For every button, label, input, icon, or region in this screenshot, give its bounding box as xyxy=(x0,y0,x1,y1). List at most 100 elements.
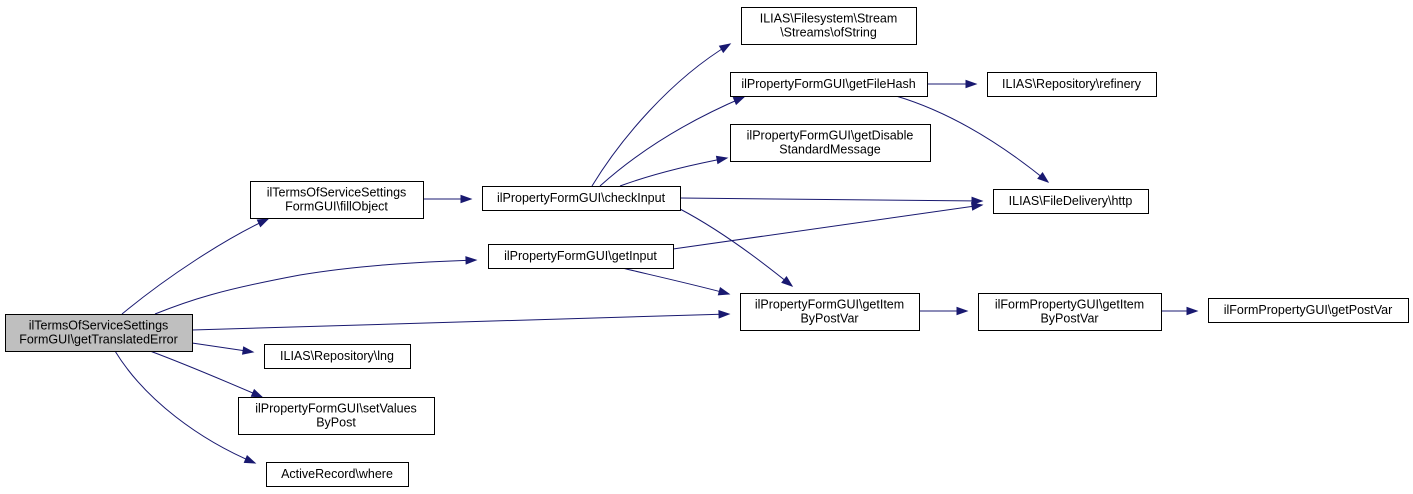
edge-getFileHash-to-refinery xyxy=(927,79,978,89)
node-box xyxy=(264,344,411,369)
node-getPostVar[interactable]: ilFormPropertyGUI\getPostVar xyxy=(1208,298,1409,323)
node-box xyxy=(741,7,917,45)
edge-arrowhead xyxy=(460,194,473,204)
edge-getInput-to-getItemPFG xyxy=(621,267,731,296)
edge-line xyxy=(191,313,730,331)
edge-getFileHash-to-http xyxy=(895,95,1050,183)
node-label-line: ilPropertyFormGUI\getItem xyxy=(755,298,904,312)
edge-root-to-getItemPFG xyxy=(191,310,731,331)
edges-layer xyxy=(114,43,1199,464)
edge-line xyxy=(895,95,1049,183)
node-label-line: ilPropertyFormGUI\getDisable xyxy=(747,129,914,143)
node-box xyxy=(730,124,931,162)
edge-arrowhead xyxy=(970,202,984,211)
node-label-line: ilPropertyFormGUI\setValues xyxy=(255,402,417,416)
edge-arrowhead xyxy=(718,43,732,54)
edge-arrowhead xyxy=(256,218,270,228)
edge-checkInput-to-http xyxy=(679,196,984,206)
edge-arrowhead xyxy=(965,79,978,89)
node-checkInput[interactable]: ilPropertyFormGUI\checkInput xyxy=(482,186,681,211)
edge-line xyxy=(679,208,793,287)
edge-line xyxy=(621,267,730,295)
node-label-line: FormGUI\fillObject xyxy=(285,200,388,214)
node-box xyxy=(238,397,435,435)
node-label-line: \Streams\ofString xyxy=(780,26,877,40)
edge-line xyxy=(599,96,745,187)
node-box xyxy=(482,186,681,211)
node-label-line: ilPropertyFormGUI\getInput xyxy=(504,249,657,263)
node-box xyxy=(250,181,424,219)
node-getDisable[interactable]: ilPropertyFormGUI\getDisableStandardMess… xyxy=(730,124,931,162)
node-http[interactable]: ILIAS\FileDelivery\http xyxy=(993,189,1149,214)
node-box xyxy=(730,72,928,97)
node-fillObject[interactable]: ilTermsOfServiceSettingsFormGUI\fillObje… xyxy=(250,181,424,219)
edge-line xyxy=(149,350,263,398)
edge-line xyxy=(121,218,269,315)
edge-line xyxy=(154,259,477,315)
edge-arrowhead xyxy=(717,287,731,296)
node-label-line: ilPropertyFormGUI\getFileHash xyxy=(741,77,915,91)
nodes-layer: ilTermsOfServiceSettingsFormGUI\getTrans… xyxy=(5,7,1409,487)
node-box xyxy=(740,293,920,331)
edge-line xyxy=(114,350,256,464)
node-ofString[interactable]: ILIAS\Filesystem\Stream\Streams\ofString xyxy=(741,7,917,45)
node-lng[interactable]: ILIAS\Repository\lng xyxy=(264,344,411,369)
edge-arrowhead xyxy=(715,155,729,165)
node-label-line: ILIAS\FileDelivery\http xyxy=(1009,194,1133,208)
node-label-line: FormGUI\getTranslatedError xyxy=(19,333,178,347)
edge-arrowhead xyxy=(250,388,264,398)
edge-line xyxy=(672,204,983,250)
node-getFileHash[interactable]: ilPropertyFormGUI\getFileHash xyxy=(730,72,928,97)
edge-root-to-fillObject xyxy=(121,218,270,315)
edge-arrowhead xyxy=(465,256,478,265)
node-label-line: ByPostVar xyxy=(800,312,858,326)
edge-arrowhead xyxy=(956,306,969,316)
node-label-line: ILIAS\Repository\refinery xyxy=(1002,77,1142,91)
node-box xyxy=(987,72,1157,97)
edge-arrowhead xyxy=(1037,172,1050,183)
edge-arrowhead xyxy=(1186,306,1199,316)
node-box xyxy=(978,293,1162,331)
node-label-line: ilTermsOfServiceSettings xyxy=(29,319,169,333)
node-root[interactable]: ilTermsOfServiceSettingsFormGUI\getTrans… xyxy=(5,314,193,352)
node-label-line: ILIAS\Repository\lng xyxy=(280,349,394,363)
node-box xyxy=(5,314,193,352)
node-label-line: ilFormPropertyGUI\getPostVar xyxy=(1224,303,1393,317)
node-label-line: ilFormPropertyGUI\getItem xyxy=(995,298,1144,312)
node-label-line: ActiveRecord\where xyxy=(281,467,393,481)
edge-arrowhead xyxy=(243,454,257,464)
edge-root-to-lng xyxy=(191,342,255,355)
node-label-line: ByPostVar xyxy=(1040,312,1098,326)
edge-fillObject-to-checkInput xyxy=(423,194,473,204)
edge-root-to-getInput xyxy=(154,256,478,315)
node-box xyxy=(488,244,674,269)
edge-checkInput-to-getFileHash xyxy=(599,96,746,187)
edge-checkInput-to-getItemPFG xyxy=(679,208,794,287)
node-label-line: ilPropertyFormGUI\checkInput xyxy=(497,191,666,205)
edge-root-to-setValues xyxy=(149,350,264,398)
edge-arrowhead xyxy=(241,346,255,355)
node-box xyxy=(266,462,409,487)
edge-root-to-where xyxy=(114,350,257,464)
node-getInput[interactable]: ilPropertyFormGUI\getInput xyxy=(488,244,674,269)
node-box xyxy=(1208,298,1409,323)
node-label-line: ByPost xyxy=(316,416,356,430)
edge-getInput-to-http xyxy=(672,202,984,250)
node-label-line: StandardMessage xyxy=(779,143,881,157)
edge-line xyxy=(679,197,983,202)
edge-getItemPFG-to-getItemFPG xyxy=(919,306,969,316)
edge-arrowhead xyxy=(718,310,731,319)
edge-arrowhead xyxy=(781,276,794,287)
node-refinery[interactable]: ILIAS\Repository\refinery xyxy=(987,72,1157,97)
edge-line xyxy=(591,43,731,187)
edge-checkInput-to-ofString xyxy=(591,43,732,187)
node-where[interactable]: ActiveRecord\where xyxy=(266,462,409,487)
edge-line xyxy=(619,157,728,187)
node-label-line: ILIAS\Filesystem\Stream xyxy=(760,12,898,26)
edge-arrowhead xyxy=(732,96,746,106)
edge-getItemFPG-to-getPostVar xyxy=(1161,306,1199,316)
